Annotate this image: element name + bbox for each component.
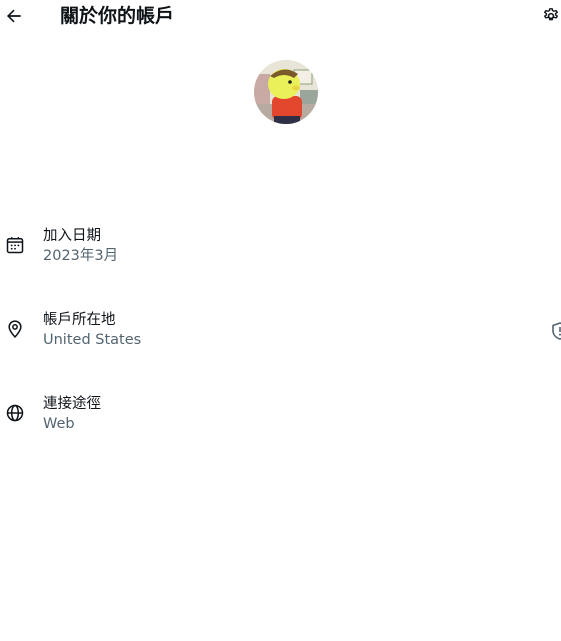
- account-location-row[interactable]: 帳戶所在地 United States: [0, 310, 561, 360]
- row-icon: [4, 318, 26, 340]
- row-label: 加入日期: [43, 228, 101, 244]
- gear-icon: [544, 8, 558, 21]
- row-value: United States: [43, 332, 142, 348]
- location-pin-icon: [8, 320, 22, 338]
- row-value: 2023年3月: [43, 248, 119, 264]
- arrow-left-icon: [6, 9, 21, 23]
- page-title: 關於你的帳戶: [60, 5, 175, 27]
- connected-via-row: 連接途徑 Web: [0, 394, 561, 444]
- calendar-icon: [6, 237, 24, 254]
- row-label: 帳戶所在地: [43, 312, 116, 328]
- shield-icon[interactable]: [550, 322, 561, 340]
- globe-icon: [6, 404, 24, 422]
- row-label: 連接途徑: [43, 396, 101, 412]
- top-bar: 關於你的帳戶: [0, 0, 561, 34]
- avatar[interactable]: [254, 60, 318, 124]
- row-value: Web: [43, 416, 75, 432]
- settings-button[interactable]: [540, 5, 561, 27]
- row-icon: [4, 234, 26, 256]
- row-icon: [4, 402, 26, 424]
- join-date-row: 加入日期 2023年3月: [0, 226, 561, 276]
- back-button[interactable]: [3, 5, 25, 27]
